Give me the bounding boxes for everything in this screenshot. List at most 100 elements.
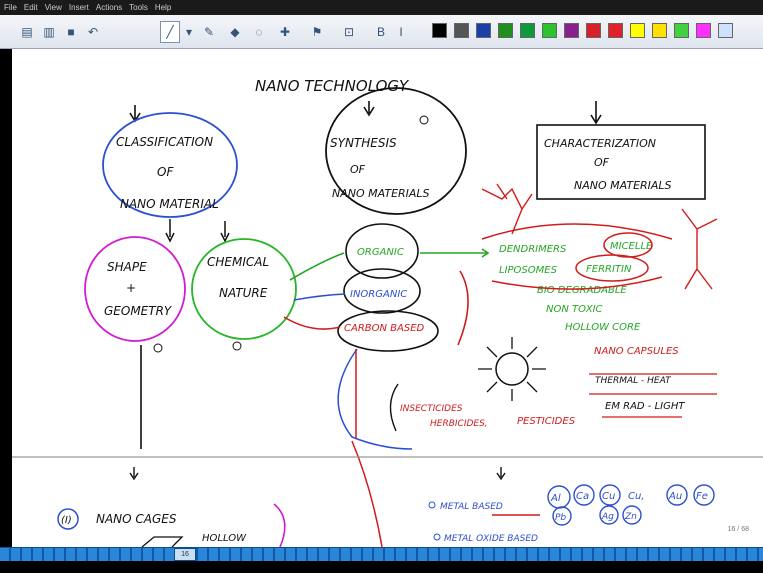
handwritten-notes: NANO TECHNOLOGY CLASSIFICATION OF NANO M… <box>12 77 763 547</box>
bullet <box>232 341 242 351</box>
color-swatch[interactable] <box>586 23 601 38</box>
ferritin-circle <box>575 254 649 282</box>
organic-label: ORGANIC <box>357 247 404 258</box>
organic-right-arrow <box>420 248 490 258</box>
brace <box>457 270 469 346</box>
capsule-drawing <box>495 352 529 386</box>
flag-icon[interactable]: ⚑ <box>311 25 323 39</box>
dendrimers: DENDRIMERS <box>499 244 567 255</box>
carbon-bubble <box>337 310 439 352</box>
organic-bubble <box>345 223 419 279</box>
metal-ag: Ag <box>601 512 614 522</box>
brace <box>389 383 399 432</box>
color-swatch[interactable] <box>718 23 733 38</box>
new-page-icon[interactable]: ▤ <box>21 25 33 39</box>
hollow-label: HOLLOW <box>202 533 247 544</box>
metal-cu2: Cu, <box>628 491 645 502</box>
prop-biodegradable: BIO DEGRADABLE <box>537 285 627 296</box>
open-folder-icon[interactable]: ▥ <box>43 25 55 39</box>
metal-circle <box>599 484 621 506</box>
scroll-thumb[interactable]: 16 <box>174 548 196 561</box>
metal-al: Al <box>550 493 561 504</box>
color-swatch[interactable] <box>476 23 491 38</box>
menu-help[interactable]: Help <box>154 3 172 12</box>
undo-icon[interactable]: ↶ <box>87 25 99 39</box>
color-swatch[interactable] <box>432 23 447 38</box>
page-scrollbar[interactable]: 16 <box>0 547 763 561</box>
metal-au: Au <box>668 491 682 502</box>
color-swatch[interactable] <box>696 23 711 38</box>
arrow <box>363 101 375 117</box>
window-bottom <box>0 561 763 573</box>
red-outline <box>481 223 673 290</box>
underline <box>589 373 717 418</box>
color-swatch[interactable] <box>608 23 623 38</box>
bullet <box>153 343 163 353</box>
italic-icon[interactable]: I <box>399 25 403 39</box>
eraser-icon[interactable]: ◆ <box>230 25 240 39</box>
color-swatch[interactable] <box>652 23 667 38</box>
save-icon[interactable]: ■ <box>67 25 75 39</box>
metal-ca: Ca <box>576 491 589 502</box>
ferritin: FERRITIN <box>586 264 632 275</box>
inorganic-label: INORGANIC <box>350 289 407 300</box>
color-swatch[interactable] <box>542 23 557 38</box>
menu-tools[interactable]: Tools <box>129 3 148 12</box>
menu-actions[interactable]: Actions <box>95 3 123 12</box>
menu-file[interactable]: File <box>4 3 17 12</box>
whiteboard-canvas[interactable]: NANO TECHNOLOGY CLASSIFICATION OF NANO M… <box>12 49 763 547</box>
menu-insert[interactable]: Insert <box>68 3 89 12</box>
menu-edit[interactable]: Edit <box>23 3 38 12</box>
color-swatch[interactable] <box>520 23 535 38</box>
lasso-icon[interactable]: ◌ <box>255 25 263 39</box>
color-swatch[interactable] <box>630 23 645 38</box>
arrow <box>129 467 506 481</box>
highlighter-icon[interactable]: ✎ <box>203 25 215 39</box>
liposomes: LIPOSOMES <box>499 265 558 276</box>
insert-space-icon[interactable]: ✚ <box>279 25 291 39</box>
metal-circle <box>622 505 642 525</box>
carbon-arrow <box>283 316 341 330</box>
characterization-line3: NANO MATERIALS <box>574 179 672 192</box>
inorganic-bubble <box>343 268 421 314</box>
metal-oxide: METAL OXIDE BASED <box>444 534 538 544</box>
em-light: EM RAD - LIGHT <box>605 401 685 412</box>
color-swatch[interactable] <box>674 23 689 38</box>
select-icon[interactable]: ⊡ <box>343 25 355 39</box>
chemical-line1: CHEMICAL <box>207 255 269 269</box>
organic-arrow <box>289 252 345 281</box>
metal-circle <box>666 484 688 506</box>
metal-based: METAL BASED <box>440 502 503 512</box>
color-swatch[interactable] <box>564 23 579 38</box>
item-number: (I) <box>61 515 72 526</box>
characterization-box <box>536 124 706 200</box>
menu-view[interactable]: View <box>44 3 62 12</box>
menu-bar: File Edit View Insert Actions Tools Help <box>0 0 763 15</box>
bold-icon[interactable]: B <box>376 25 385 39</box>
shape-line2: + <box>126 281 136 295</box>
metal-circle <box>693 484 715 506</box>
herbicides: HERBICIDES, <box>430 419 488 429</box>
chemical-bubble <box>191 238 297 340</box>
connector-line <box>337 348 413 450</box>
classification-bubble <box>102 112 238 218</box>
metal-fe: Fe <box>696 491 708 502</box>
inorganic-arrow <box>293 293 346 301</box>
metal-cu: Cu <box>602 491 615 502</box>
page-indicator: 16 / 68 <box>727 526 749 533</box>
metal-circle <box>552 506 572 526</box>
color-swatch[interactable] <box>454 23 469 38</box>
brace <box>273 503 286 547</box>
synthesis-line1: SYNTHESIS <box>330 136 397 150</box>
color-swatch[interactable] <box>498 23 513 38</box>
shape-bubble <box>84 236 186 342</box>
classification-line2: OF <box>157 165 174 179</box>
pen-dropdown-icon[interactable]: ▾ <box>185 25 193 39</box>
metal-circle <box>599 505 619 525</box>
toolbar: ▤ ▥ ■ ↶ ╱ ▾ ✎ ◆ ◌ ✚ ⚑ ⊡ B I <box>0 15 763 49</box>
insecticides: INSECTICIDES <box>400 404 463 414</box>
pen-tool-icon[interactable]: ╱ <box>160 21 180 43</box>
item-circle <box>57 508 79 530</box>
classification-line3: NANO MATERIAL <box>120 197 219 211</box>
thermal-heat: THERMAL - HEAT <box>595 376 672 386</box>
